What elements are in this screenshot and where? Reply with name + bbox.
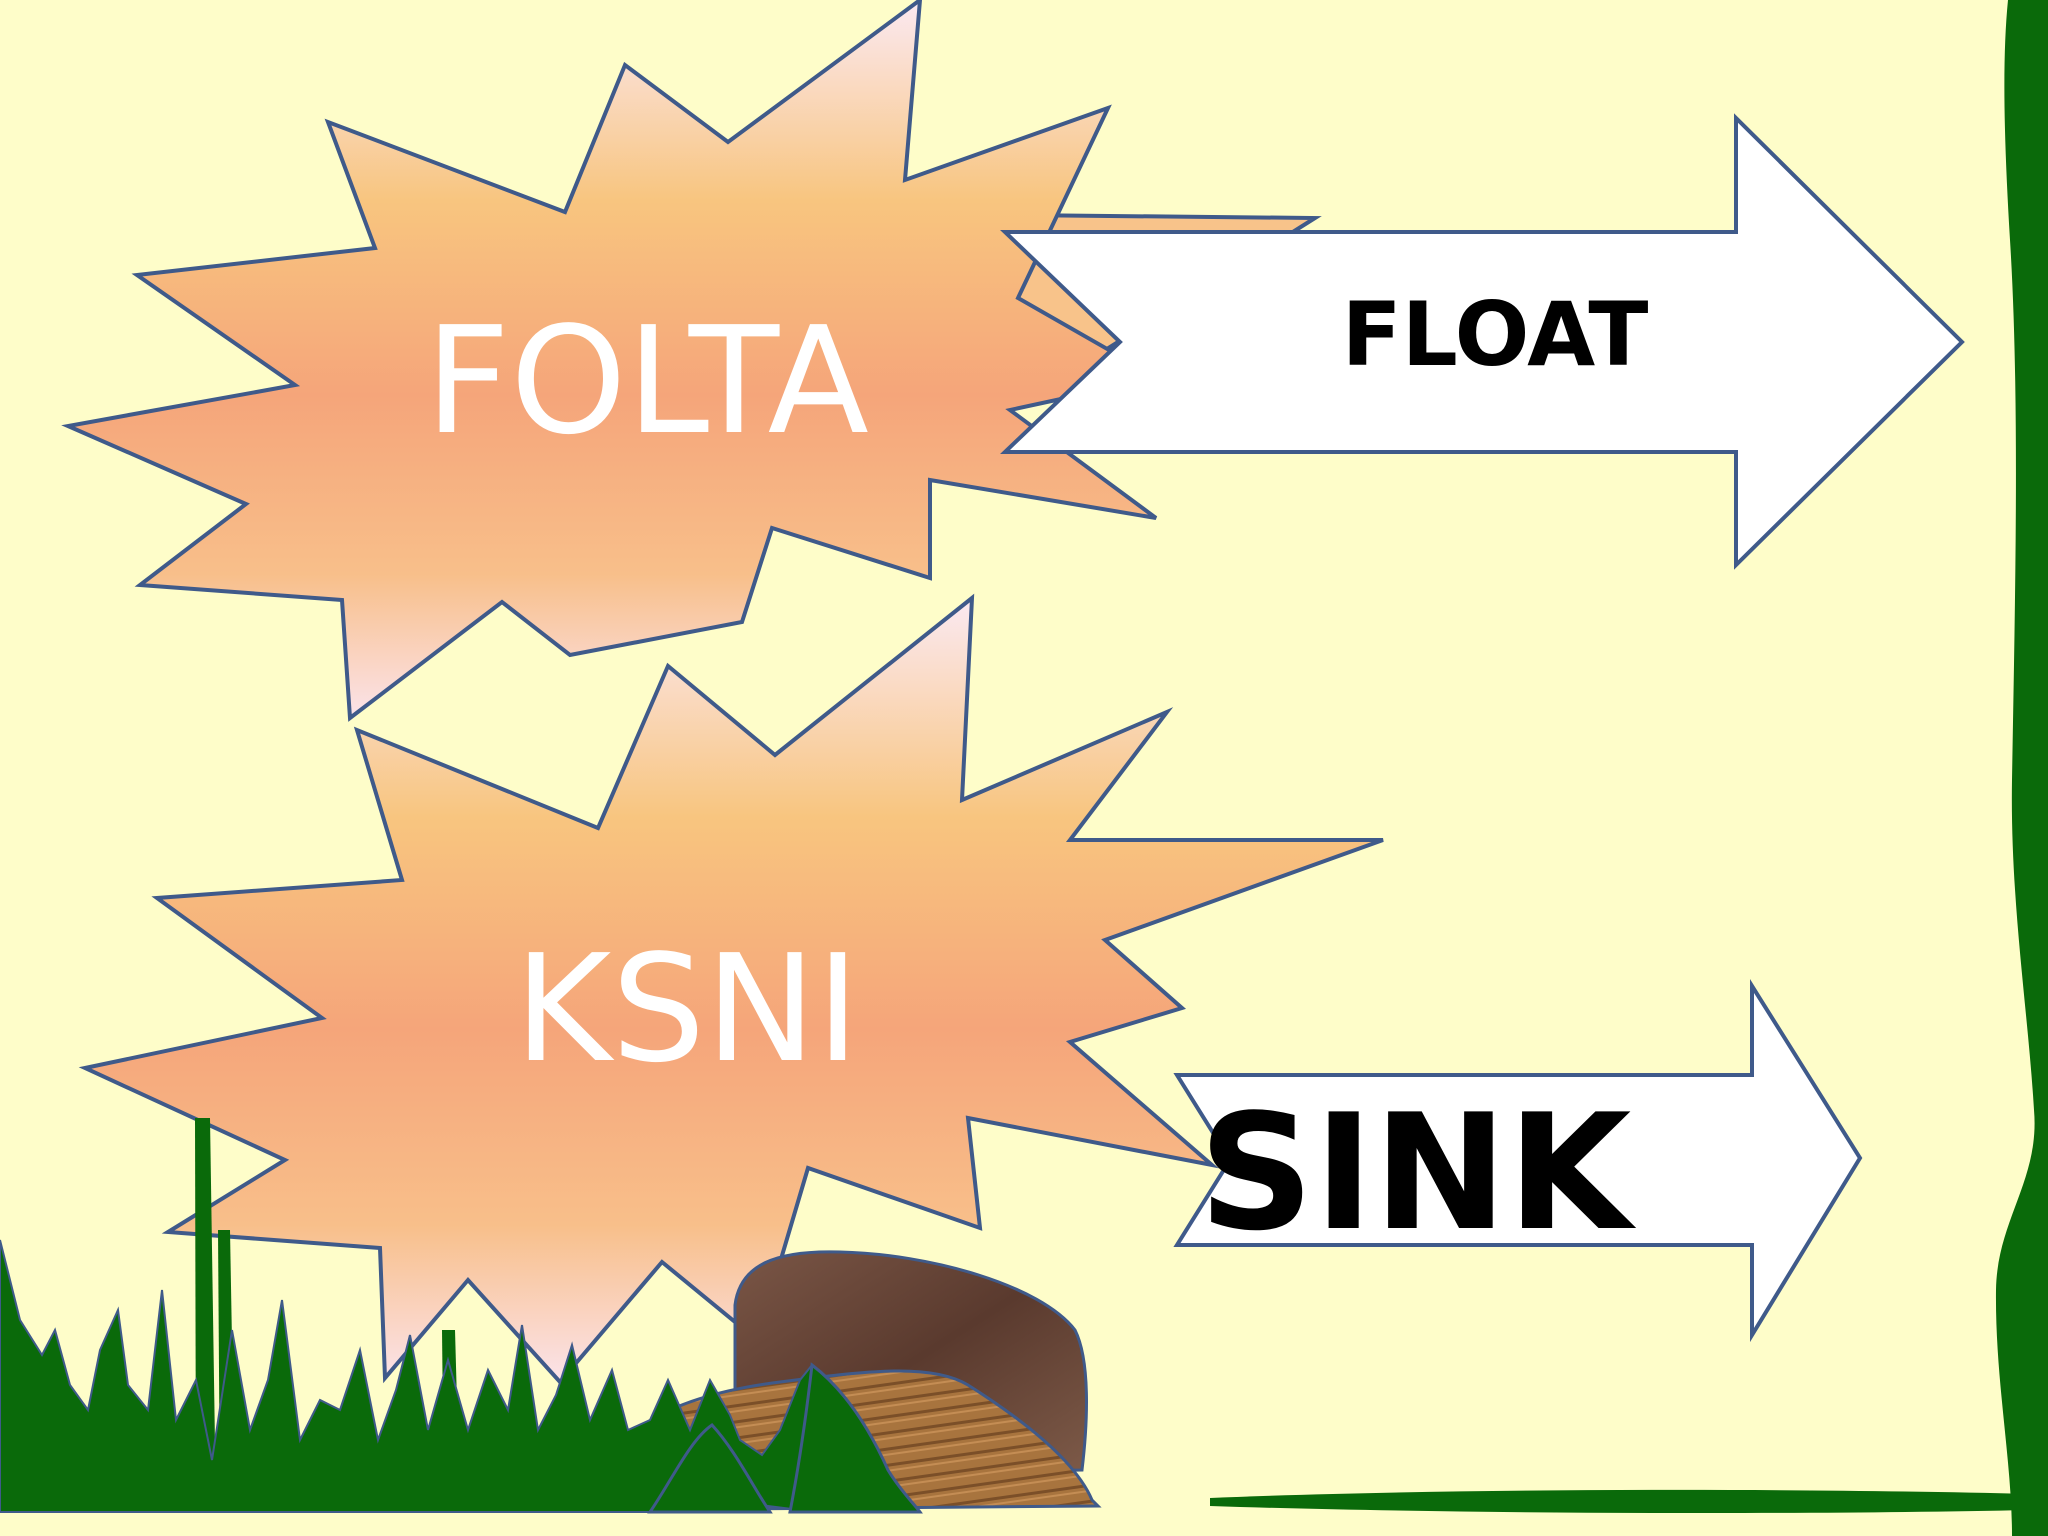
burst-bottom-label: KSNI [514, 923, 859, 1095]
burst-top-label: FOLTA [425, 295, 869, 467]
sink-arrow[interactable] [1173, 979, 1863, 1343]
ground-decoration [1210, 1489, 2030, 1514]
tree-decoration [1995, 0, 2048, 1536]
float-arrow-label: FLOAT [1342, 283, 1649, 386]
grass-tuft [647, 1423, 773, 1514]
grass-tuft [788, 1362, 923, 1514]
float-arrow[interactable] [1000, 113, 1965, 570]
sink-arrow-label: SINK [1199, 1079, 1637, 1266]
